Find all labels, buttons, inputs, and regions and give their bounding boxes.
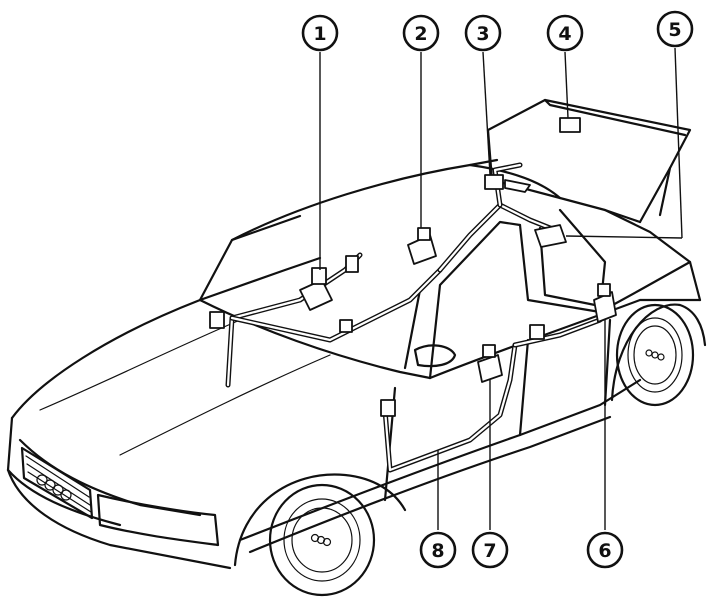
callout-1: 1	[301, 14, 339, 52]
callout-3-label: 3	[476, 23, 489, 45]
actuator-7-body	[477, 344, 503, 383]
callout-5: 5	[656, 10, 694, 48]
actuator-units	[209, 117, 617, 417]
actuator-1-body	[299, 267, 333, 311]
callout-6: 6	[586, 531, 624, 569]
actuator-2-body	[407, 227, 437, 265]
pump-5-body	[534, 224, 567, 248]
callout-5-label: 5	[668, 19, 681, 41]
callout-4: 4	[546, 14, 584, 52]
car-body	[6, 98, 707, 597]
callout-1-label: 1	[313, 23, 326, 45]
actuator-6-body	[593, 283, 617, 323]
callout-7: 7	[471, 531, 509, 569]
callout-6-label: 6	[598, 540, 611, 562]
callout-7-label: 7	[483, 540, 496, 562]
callout-8: 8	[419, 531, 457, 569]
actuator-4-body	[559, 117, 581, 133]
callout-4-label: 4	[558, 23, 571, 45]
callout-3: 3	[464, 14, 502, 52]
callout-8-label: 8	[431, 540, 444, 562]
actuator-3-body	[484, 174, 531, 193]
leader-lines	[319, 47, 683, 530]
callout-2-label: 2	[414, 23, 427, 45]
callout-2: 2	[402, 14, 440, 52]
